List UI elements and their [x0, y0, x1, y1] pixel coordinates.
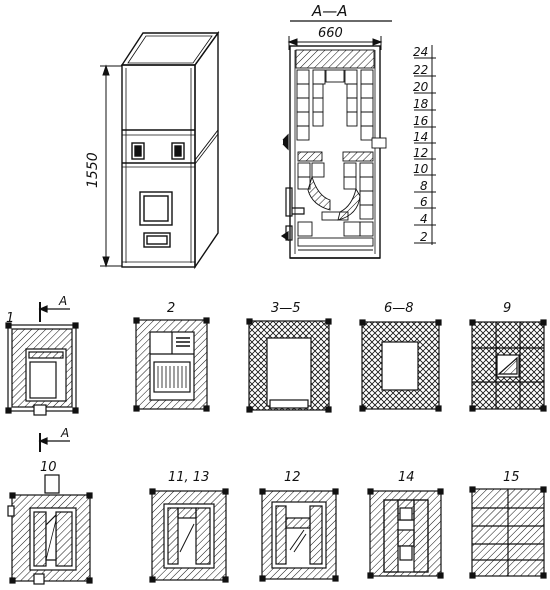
- row-scale-label: 14: [413, 130, 428, 144]
- plan-6-8-group: 6—8: [359, 301, 442, 412]
- plan-12-group: 12: [259, 470, 339, 582]
- plan-11-13-drawing: [149, 488, 229, 583]
- plan-label: 11, 13: [168, 470, 209, 485]
- plan-label: 6—8: [384, 301, 414, 316]
- plan-label: 2: [167, 301, 175, 316]
- plan-row-1: 1 A: [5, 294, 79, 416]
- plan-11-13-group: 11, 13: [149, 470, 229, 583]
- row-scale-label: 22: [413, 63, 428, 77]
- section-a-a-view: A—A 660: [280, 2, 392, 259]
- plan-12-drawing: [259, 488, 339, 582]
- row-scale-label: 16: [413, 114, 429, 128]
- row-scale-label: 8: [420, 179, 428, 193]
- plan-10-group: 10: [7, 460, 93, 585]
- plan-10-drawing: [7, 474, 93, 585]
- section-marker-lower: [38, 433, 70, 452]
- row-scale: 24 22 20 18 16 14 12 10 8 6 4 2: [413, 45, 436, 245]
- plan-label: 1: [6, 311, 14, 326]
- plan-label: 9: [503, 301, 511, 316]
- stove-perspective-view: [120, 30, 220, 270]
- plan-15-drawing: [469, 486, 547, 579]
- height-dimension-label: 1550: [85, 152, 101, 188]
- row-scale-label: 20: [413, 80, 429, 94]
- plan-3-5-drawing: [246, 318, 332, 413]
- row-scale-label: 10: [413, 162, 429, 176]
- section-marker-label: A: [60, 426, 69, 440]
- plan-label: 14: [398, 470, 415, 485]
- plan-3-5-group: 3—5: [246, 301, 332, 413]
- height-dimension: [100, 64, 122, 268]
- plan-label: 15: [503, 470, 520, 485]
- plan-6-8-drawing: [359, 319, 442, 412]
- plan-2-drawing: [133, 317, 210, 412]
- plan-9-drawing: [469, 319, 547, 412]
- section-width-label: 660: [318, 26, 343, 41]
- plan-15-group: 15: [469, 470, 547, 579]
- section-title: A—A: [311, 2, 348, 20]
- plan-label: 10: [40, 460, 57, 475]
- plan-label: 12: [284, 470, 301, 485]
- plan-14-group: 14: [367, 470, 444, 579]
- row-scale-label: 24: [413, 45, 428, 59]
- plan-14-drawing: [367, 488, 444, 579]
- row-scale-label: 2: [420, 230, 428, 244]
- plan-2-group: 2: [133, 301, 210, 412]
- plan-9-group: 9: [469, 301, 547, 412]
- row-scale-label: 12: [413, 146, 428, 160]
- plan-1-drawing: [5, 322, 79, 416]
- row-scale-label: 4: [420, 212, 428, 226]
- plan-label: 3—5: [271, 301, 301, 316]
- section-marker-label: A: [58, 294, 67, 308]
- row-scale-label: 18: [413, 97, 429, 111]
- row-scale-label: 6: [420, 195, 428, 209]
